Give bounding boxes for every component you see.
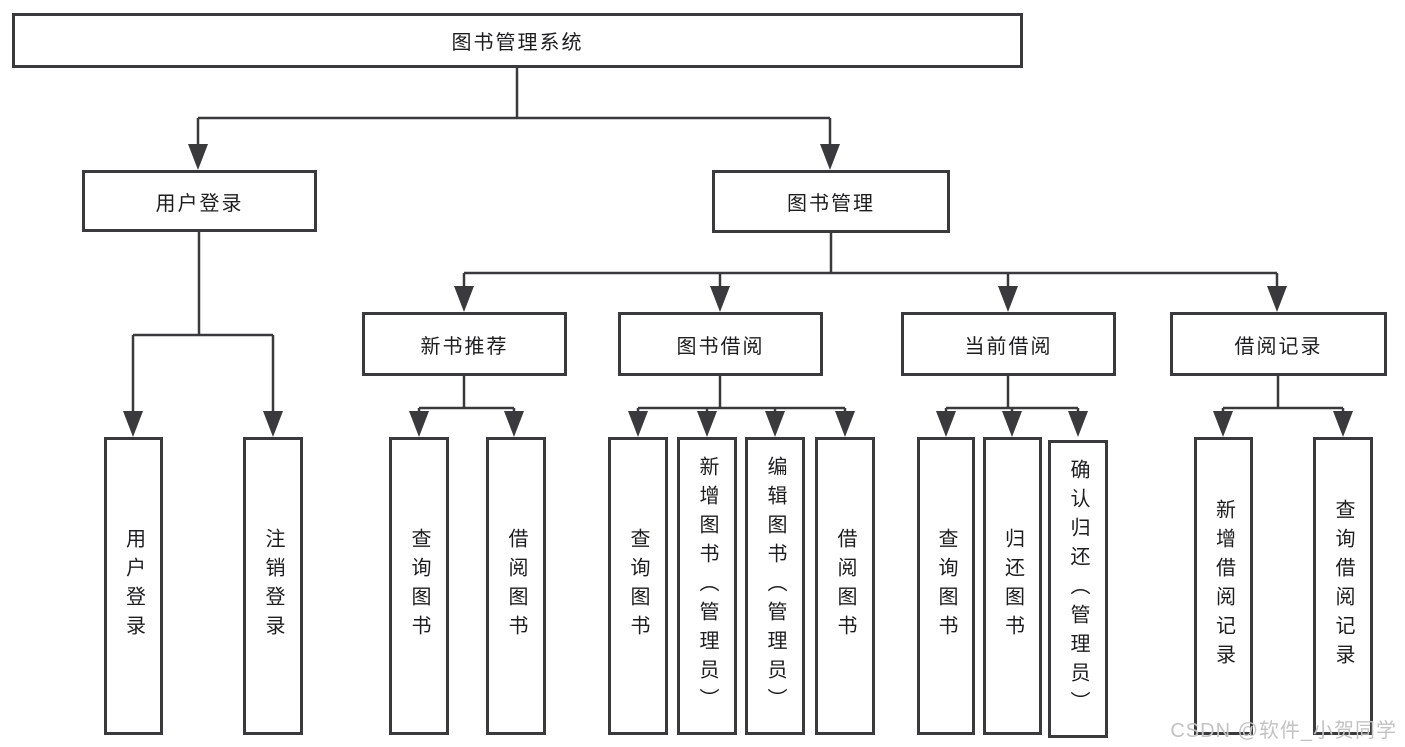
arrowhead	[998, 286, 1018, 312]
node-book-management: 图书管理	[712, 170, 950, 233]
arrowhead	[454, 286, 474, 312]
leaf-cb-confirm-return-admin-label: 确认归还（管理员）	[1067, 458, 1089, 720]
node-borrow-records: 借阅记录	[1170, 312, 1387, 376]
leaf-rec-query-books: 查询图书	[389, 437, 449, 735]
leaf-br-query-record: 查询借阅记录	[1313, 437, 1373, 735]
arrowhead	[1213, 411, 1233, 437]
leaf-cb-query-books: 查询图书	[917, 437, 975, 735]
node-book-management-label: 图书管理	[787, 193, 875, 215]
node-current-borrow-label: 当前借阅	[964, 335, 1053, 358]
leaf-rec-borrow-books: 借阅图书	[486, 437, 546, 735]
edge-new-book-rec-children	[417, 376, 516, 412]
arrowhead	[835, 411, 855, 437]
arrowhead	[188, 144, 208, 170]
arrowhead	[1333, 411, 1353, 437]
leaf-bb-borrow-books: 借阅图书	[815, 437, 875, 735]
node-new-book-recommend: 新书推荐	[362, 312, 567, 376]
arrowhead	[263, 411, 283, 437]
arrowhead	[765, 411, 785, 437]
edge-book-mgmt-children	[462, 233, 1279, 290]
leaf-cb-query-books-label: 查询图书	[935, 528, 957, 644]
leaf-br-query-record-label: 查询借阅记录	[1332, 499, 1354, 673]
node-root-system: 图书管理系统	[12, 13, 1023, 68]
arrowhead	[504, 411, 524, 437]
arrowhead	[710, 286, 730, 312]
edge-borrow-records-children	[1221, 376, 1345, 412]
edge-user-login-children	[131, 232, 275, 415]
leaf-logout-login: 注销登录	[243, 437, 303, 735]
arrowhead	[1267, 286, 1287, 312]
arrowhead	[1068, 411, 1088, 437]
edge-book-borrow-children	[636, 376, 847, 412]
edge-current-borrow-children	[944, 376, 1080, 412]
arrowhead	[820, 144, 840, 170]
leaf-bb-add-books-admin: 新增图书（管理员）	[677, 437, 737, 735]
node-user-login: 用户登录	[82, 170, 317, 232]
leaf-br-add-record: 新增借阅记录	[1194, 437, 1253, 735]
leaf-cb-confirm-return-admin: 确认归还（管理员）	[1048, 440, 1108, 738]
leaf-bb-add-books-admin-label: 新增图书（管理员）	[696, 455, 718, 717]
leaf-user-login: 用户登录	[104, 437, 163, 735]
leaf-bb-borrow-books-label: 借阅图书	[834, 528, 856, 644]
arrowhead	[409, 411, 429, 437]
leaf-rec-query-books-label: 查询图书	[408, 528, 430, 644]
leaf-logout-login-label: 注销登录	[262, 528, 284, 644]
leaf-bb-query-books: 查询图书	[608, 437, 668, 735]
arrowheads	[123, 144, 1353, 437]
node-new-book-recommend-label: 新书推荐	[420, 335, 509, 358]
node-book-borrow: 图书借阅	[618, 312, 823, 376]
leaf-bb-edit-books-admin-label: 编辑图书（管理员）	[764, 455, 786, 717]
leaf-br-add-record-label: 新增借阅记录	[1212, 499, 1235, 673]
leaf-cb-return-books-label: 归还图书	[1001, 528, 1024, 644]
leaf-bb-edit-books-admin: 编辑图书（管理员）	[745, 437, 805, 735]
csdn-watermark: CSDN @软件_小贺同学	[1170, 720, 1397, 742]
arrowhead	[697, 411, 717, 437]
arrowhead	[936, 411, 956, 437]
leaf-bb-query-books-label: 查询图书	[627, 528, 649, 644]
arrowhead	[628, 411, 648, 437]
leaf-rec-borrow-books-label: 借阅图书	[505, 528, 527, 644]
node-user-login-label: 用户登录	[155, 192, 244, 215]
arrowhead	[1002, 411, 1022, 437]
node-current-borrow: 当前借阅	[901, 312, 1116, 376]
node-book-borrow-label: 图书借阅	[676, 335, 765, 358]
leaf-cb-return-books: 归还图书	[983, 437, 1042, 735]
arrowhead	[123, 411, 143, 437]
edge-root-to-level2	[196, 68, 832, 148]
leaf-user-login-label: 用户登录	[122, 528, 145, 644]
node-root-system-label: 图书管理系统	[451, 32, 584, 54]
node-borrow-records-label: 借阅记录	[1234, 335, 1323, 358]
